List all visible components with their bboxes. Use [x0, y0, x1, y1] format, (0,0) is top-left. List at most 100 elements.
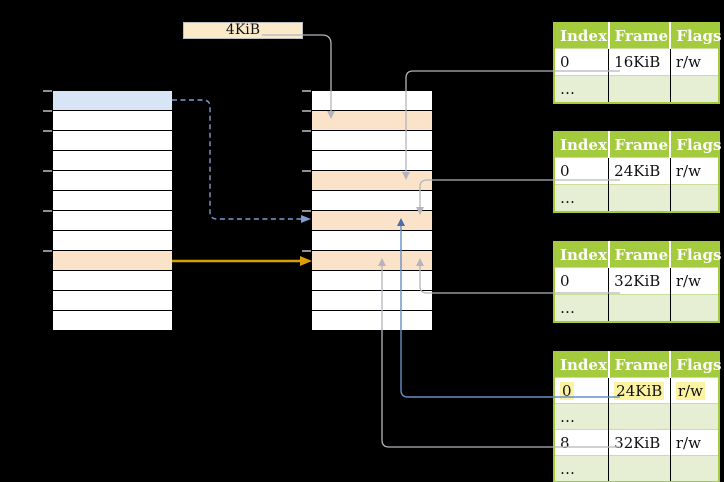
cell-index: 8 — [554, 429, 609, 456]
address-tick — [302, 210, 311, 212]
page-table-2: Index Frame Flags 0 24KiB r/w … — [553, 131, 721, 213]
cell-index: … — [554, 184, 609, 212]
cell-frame: 24KiB — [608, 157, 671, 185]
cell-flags — [669, 75, 719, 103]
arrowhead-right-icon — [300, 256, 312, 266]
memory-row — [312, 311, 432, 331]
memory-row — [53, 111, 172, 131]
header-flags: Flags — [669, 242, 721, 268]
table-row: 0 24KiB r/w — [554, 157, 719, 185]
page-table-1: Index Frame Flags 0 16KiB r/w … — [553, 22, 721, 104]
memory-row — [312, 131, 432, 151]
cell-flags: r/w — [669, 377, 719, 404]
page-table-4: Index Frame Flags 0 24KiB r/w … 8 32KiB … — [553, 351, 721, 482]
cell-frame: 32KiB — [608, 429, 671, 456]
arrow-virtual-to-middle-dashed — [172, 99, 301, 220]
table-row: 0 16KiB r/w — [554, 48, 719, 76]
memory-row — [53, 131, 172, 151]
header-flags: Flags — [669, 352, 721, 378]
memory-row — [53, 91, 172, 111]
cell-flags — [669, 455, 719, 482]
address-tick — [43, 170, 52, 172]
cell-frame: 32KiB — [608, 267, 671, 295]
cell-index: 0 — [554, 377, 609, 404]
memory-row — [53, 171, 172, 191]
cell-flags — [669, 184, 719, 212]
cell-index: 0 — [554, 267, 609, 295]
cell-index: … — [554, 75, 609, 103]
cell-flags — [669, 403, 719, 430]
page-size-label-text: 4KiB — [225, 22, 261, 38]
header-flags: Flags — [669, 23, 721, 49]
cell-frame — [608, 184, 671, 212]
address-tick — [302, 250, 311, 252]
memory-row — [53, 191, 172, 211]
arrowhead-right-icon — [301, 215, 311, 223]
highlighted-value: 24KiB — [614, 381, 665, 400]
cell-index: … — [554, 403, 609, 430]
memory-row — [53, 291, 172, 311]
memory-row — [53, 251, 172, 271]
highlighted-value: r/w — [675, 381, 705, 400]
cell-index: … — [554, 294, 609, 322]
page-table-3: Index Frame Flags 0 32KiB r/w … — [553, 241, 721, 323]
cell-frame — [608, 75, 671, 103]
memory-row — [312, 251, 432, 271]
header-frame: Frame — [607, 242, 671, 268]
cell-index: 0 — [554, 157, 609, 185]
address-tick — [302, 90, 311, 92]
memory-row — [312, 271, 432, 291]
header-frame: Frame — [607, 132, 671, 158]
address-tick — [302, 170, 311, 172]
memory-row — [312, 111, 432, 131]
address-tick — [302, 130, 311, 132]
memory-row — [53, 151, 172, 171]
cell-frame — [608, 455, 671, 482]
header-index: Index — [554, 352, 609, 378]
table-header-row: Index Frame Flags — [554, 23, 721, 49]
header-index: Index — [554, 23, 609, 49]
table-row-ellipsis: … — [554, 75, 719, 103]
cell-flags: r/w — [669, 429, 719, 456]
memory-row — [312, 191, 432, 211]
address-tick — [302, 110, 311, 112]
cell-flags: r/w — [669, 267, 719, 295]
page-size-label: 4KiB — [183, 22, 303, 39]
header-frame: Frame — [607, 352, 671, 378]
address-tick — [43, 130, 52, 132]
cell-frame — [608, 294, 671, 322]
cell-frame: 16KiB — [608, 48, 671, 76]
table-row-ellipsis: … — [554, 294, 719, 322]
table-row-highlighted: 0 24KiB r/w — [554, 377, 719, 404]
header-index: Index — [554, 132, 609, 158]
address-tick — [43, 250, 52, 252]
table-row: 0 32KiB r/w — [554, 267, 719, 295]
highlighted-value: 0 — [560, 381, 574, 400]
table-row-ellipsis: … — [554, 184, 719, 212]
cell-flags: r/w — [669, 48, 719, 76]
table-row: 8 32KiB r/w — [554, 429, 719, 456]
cell-frame — [608, 403, 671, 430]
memory-row — [53, 211, 172, 231]
cell-flags — [669, 294, 719, 322]
address-tick — [43, 90, 52, 92]
memory-row — [312, 91, 432, 111]
table-header-row: Index Frame Flags — [554, 242, 721, 268]
memory-row — [312, 171, 432, 191]
memory-row — [312, 291, 432, 311]
cell-flags: r/w — [669, 157, 719, 185]
table-row-ellipsis: … — [554, 455, 719, 482]
table-row-ellipsis: … — [554, 403, 719, 430]
cell-index: … — [554, 455, 609, 482]
header-frame: Frame — [607, 23, 671, 49]
memory-row — [53, 271, 172, 291]
memory-row — [312, 211, 432, 231]
header-flags: Flags — [669, 132, 721, 158]
memory-row — [53, 311, 172, 331]
address-tick — [43, 210, 52, 212]
memory-row — [312, 151, 432, 171]
cell-frame: 24KiB — [608, 377, 671, 404]
cell-index: 0 — [554, 48, 609, 76]
memory-row — [312, 231, 432, 251]
